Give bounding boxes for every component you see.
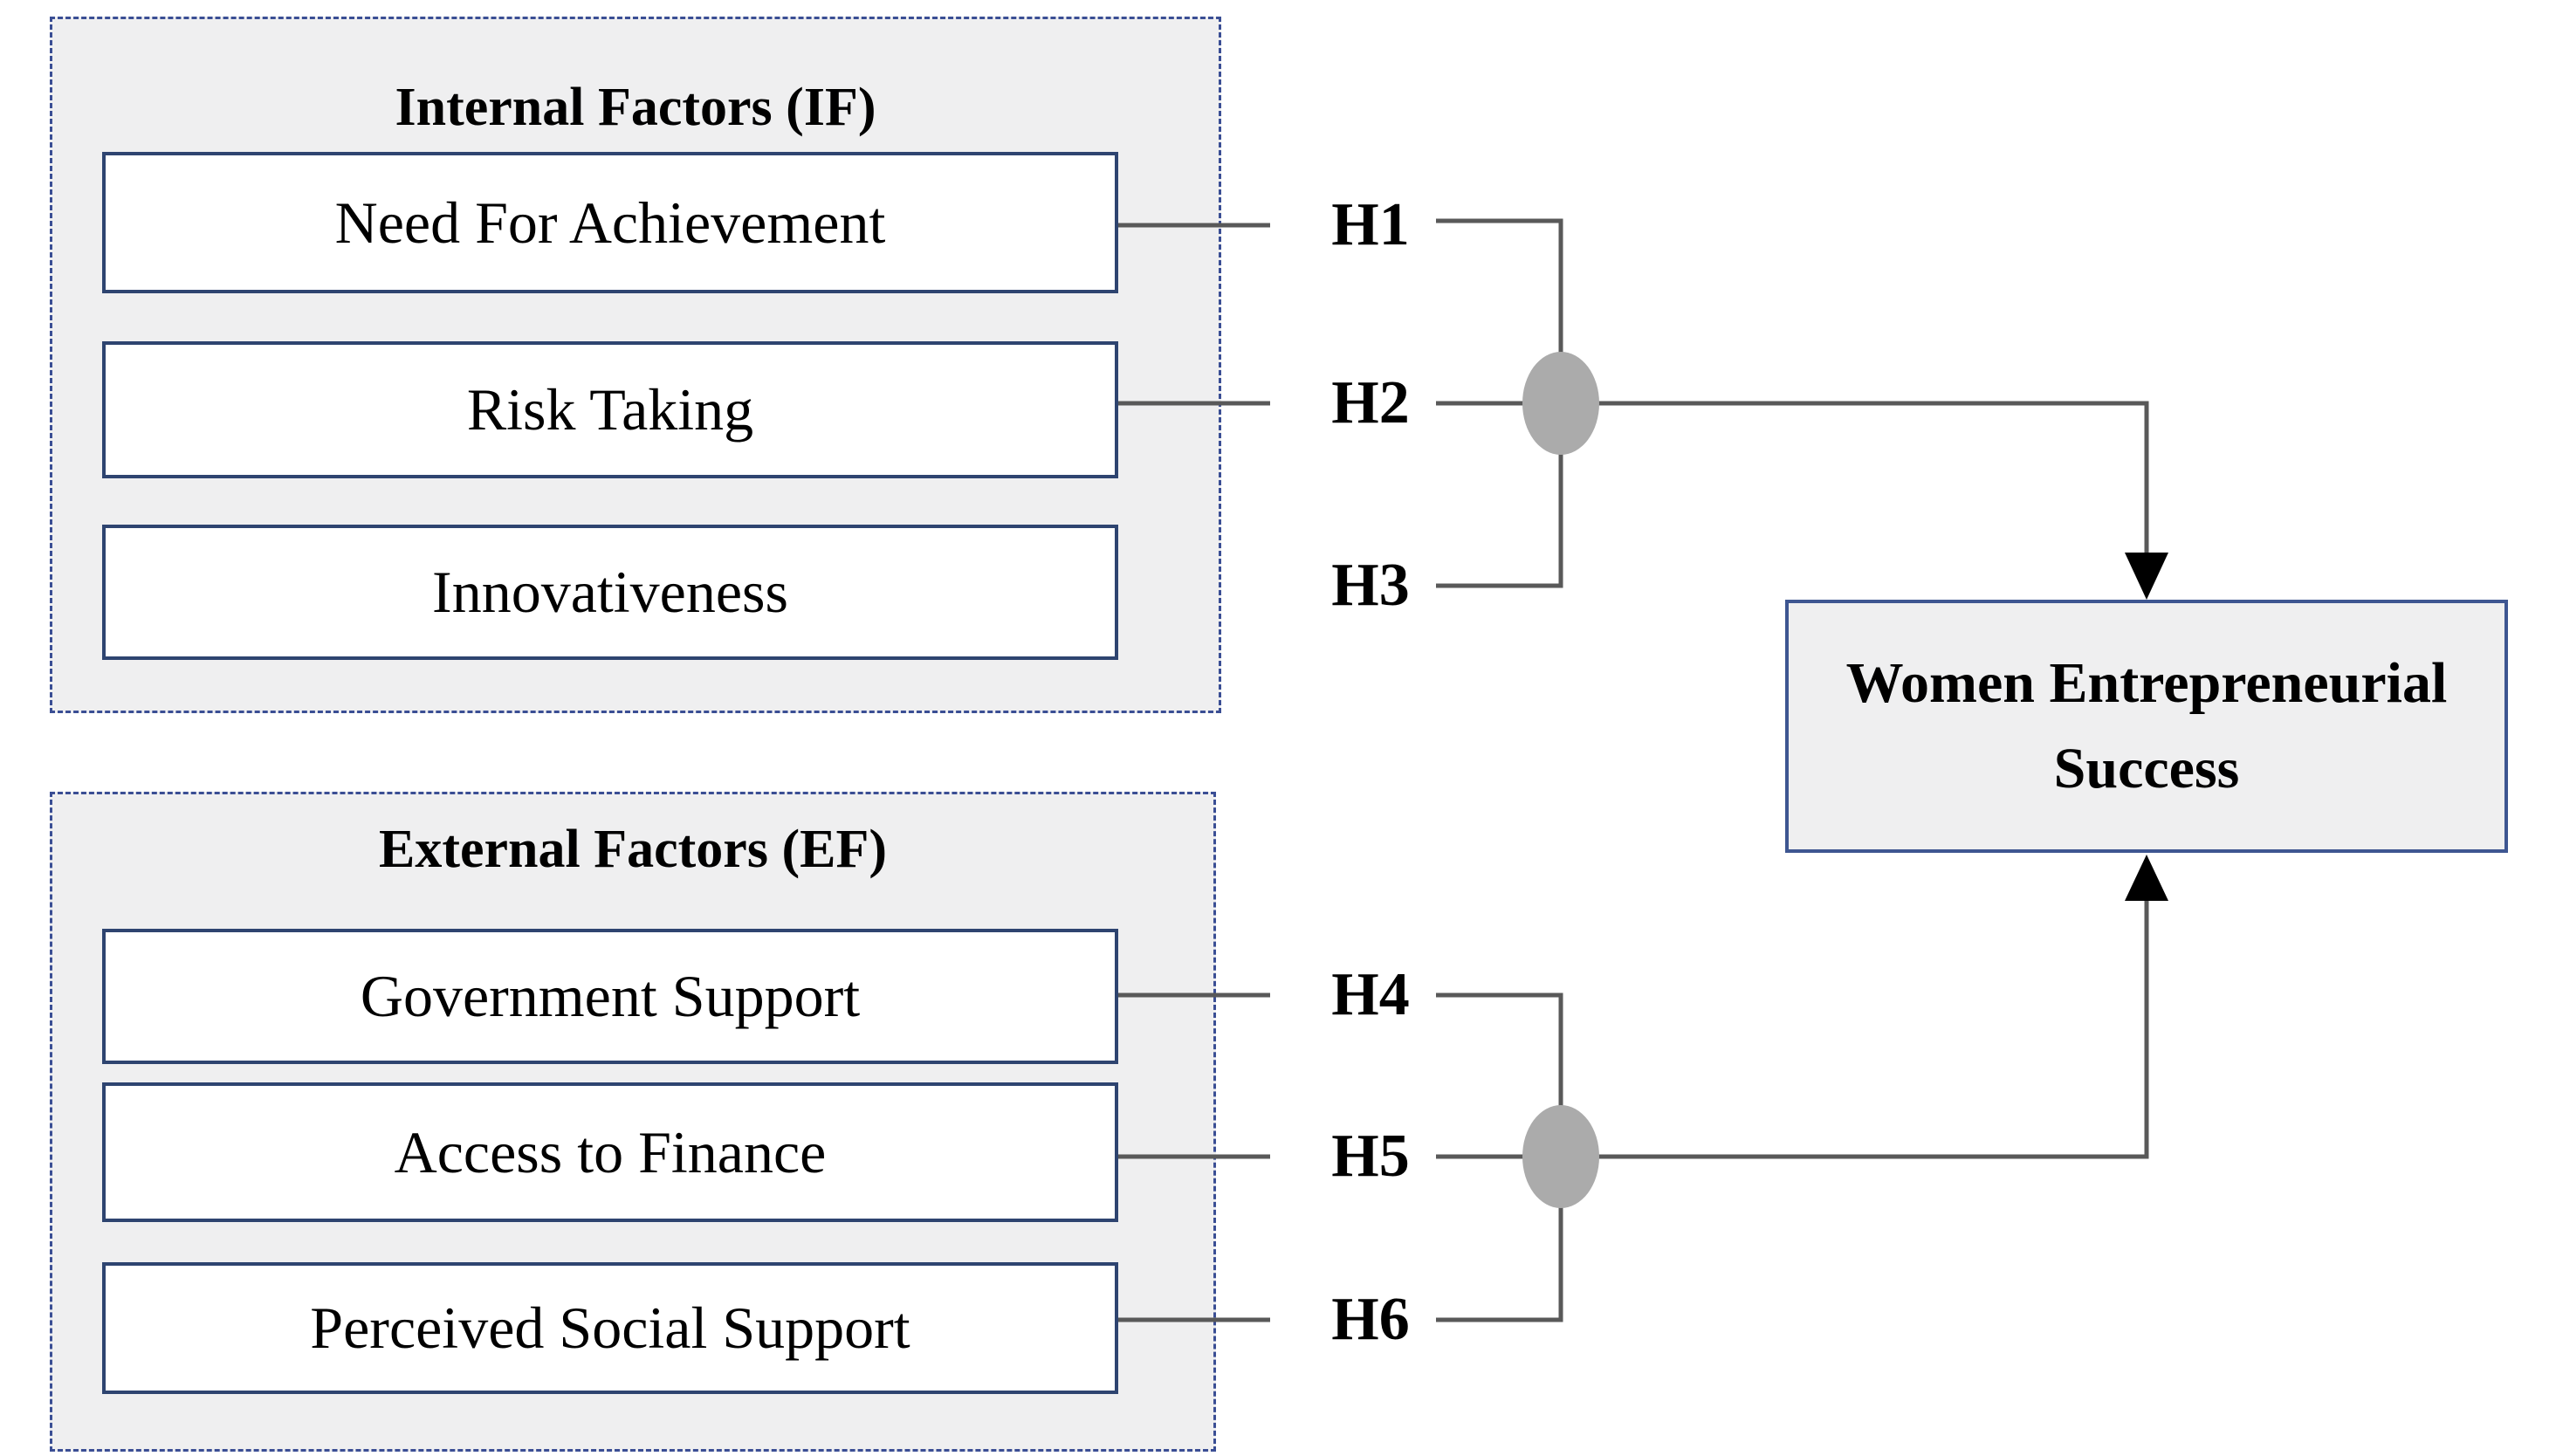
connector-h4-h6-bracket (1436, 992, 1563, 1322)
factor-label: Risk Taking (466, 376, 754, 443)
outcome-box: Women Entrepreneurial Success (1785, 600, 2508, 853)
hypothesis-label-h4: H4 (1331, 961, 1410, 1028)
external-factors-title: External Factors (EF) (379, 820, 887, 879)
factor-box-risk-taking: Risk Taking (102, 341, 1118, 478)
factor-label: Perceived Social Support (310, 1295, 910, 1361)
factor-box-need-for-achievement: Need For Achievement (102, 152, 1118, 293)
junction-circle-internal (1522, 352, 1599, 455)
factor-label: Government Support (360, 963, 861, 1029)
factor-label: Need For Achievement (334, 189, 886, 256)
hypothesis-label-h1: H1 (1331, 191, 1410, 258)
hypothesis-label-h6: H6 (1331, 1286, 1410, 1353)
outcome-label-line1: Women Entrepreneurial (1845, 651, 2448, 715)
factor-box-perceived-social-support: Perceived Social Support (102, 1262, 1118, 1394)
connector-h1-h3-bracket (1436, 218, 1563, 588)
junction-circle-external (1522, 1105, 1599, 1208)
hypothesis-label-h3: H3 (1331, 552, 1410, 619)
arrowhead-down-icon (2125, 553, 2168, 600)
outcome-label-line2: Success (2053, 737, 2240, 800)
connector-internal-to-outcome (1436, 401, 2149, 555)
factor-box-access-to-finance: Access to Finance (102, 1082, 1118, 1222)
factor-box-innovativeness: Innovativeness (102, 525, 1118, 660)
internal-factors-title: Internal Factors (IF) (395, 78, 876, 137)
factor-box-government-support: Government Support (102, 929, 1118, 1064)
factor-label: Innovativeness (432, 559, 788, 625)
connector-external-to-outcome (1436, 899, 2149, 1159)
factor-label: Access to Finance (394, 1118, 827, 1185)
hypothesis-label-h2: H2 (1331, 369, 1410, 436)
arrowhead-up-icon (2125, 855, 2168, 901)
hypothesis-label-h5: H5 (1331, 1123, 1410, 1190)
